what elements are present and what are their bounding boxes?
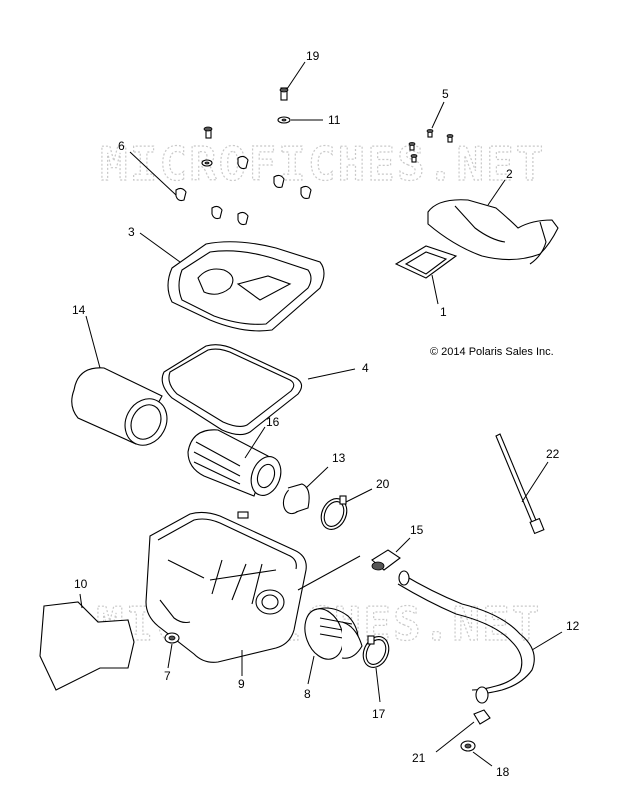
part-2-intake-duct [427, 179, 559, 265]
part-label-8: 8 [304, 687, 311, 701]
part-6-clips [129, 151, 312, 226]
part-label-5: 5 [442, 87, 449, 101]
part-15-sensor [371, 537, 411, 571]
part-label-13: 13 [332, 451, 346, 465]
part-11-washer [277, 116, 323, 124]
part-10-plate [39, 593, 135, 691]
part-8-intake-boot [304, 607, 363, 685]
part-label-20: 20 [376, 477, 390, 491]
part-3-airbox-cover [139, 232, 325, 332]
part-label-3: 3 [128, 225, 135, 239]
part-label-14: 14 [72, 303, 86, 317]
part-22-dipstick [495, 433, 549, 535]
part-1-seal [394, 245, 458, 305]
part-13-coupler [282, 466, 329, 515]
part-label-15: 15 [410, 523, 424, 537]
part-17-clamp [362, 635, 390, 703]
part-19-bolt [279, 61, 306, 101]
part-label-1: 1 [440, 305, 447, 319]
part-20-clamp [320, 488, 373, 530]
part-label-21: 21 [412, 751, 426, 765]
part-21-cap [435, 709, 491, 753]
copyright-notice: © 2014 Polaris Sales Inc. [430, 346, 554, 358]
part-label-9: 9 [238, 677, 245, 691]
part-label-18: 18 [496, 765, 510, 779]
part-label-17: 17 [372, 707, 386, 721]
part-12-breather-hose [397, 570, 563, 704]
part-7-grommet [164, 632, 180, 669]
part-9-airbox-base [145, 511, 361, 676]
part-5-screws [408, 101, 454, 163]
part-18-hose-clip [460, 740, 493, 767]
part-4-gasket [161, 344, 356, 436]
part-label-10: 10 [74, 577, 88, 591]
part-screws-center [201, 126, 213, 167]
part-label-7: 7 [164, 669, 171, 683]
part-label-19: 19 [306, 49, 320, 63]
watermark-top: MICROFICHES.NET [100, 137, 545, 191]
part-16-air-filter [187, 426, 282, 497]
part-label-2: 2 [506, 167, 513, 181]
part-label-16: 16 [266, 415, 280, 429]
part-label-12: 12 [566, 619, 580, 633]
part-label-22: 22 [546, 447, 560, 461]
part-label-6: 6 [118, 139, 125, 153]
part-label-11: 11 [328, 113, 341, 127]
part-14-prefilter [71, 315, 168, 446]
part-label-4: 4 [362, 361, 369, 375]
